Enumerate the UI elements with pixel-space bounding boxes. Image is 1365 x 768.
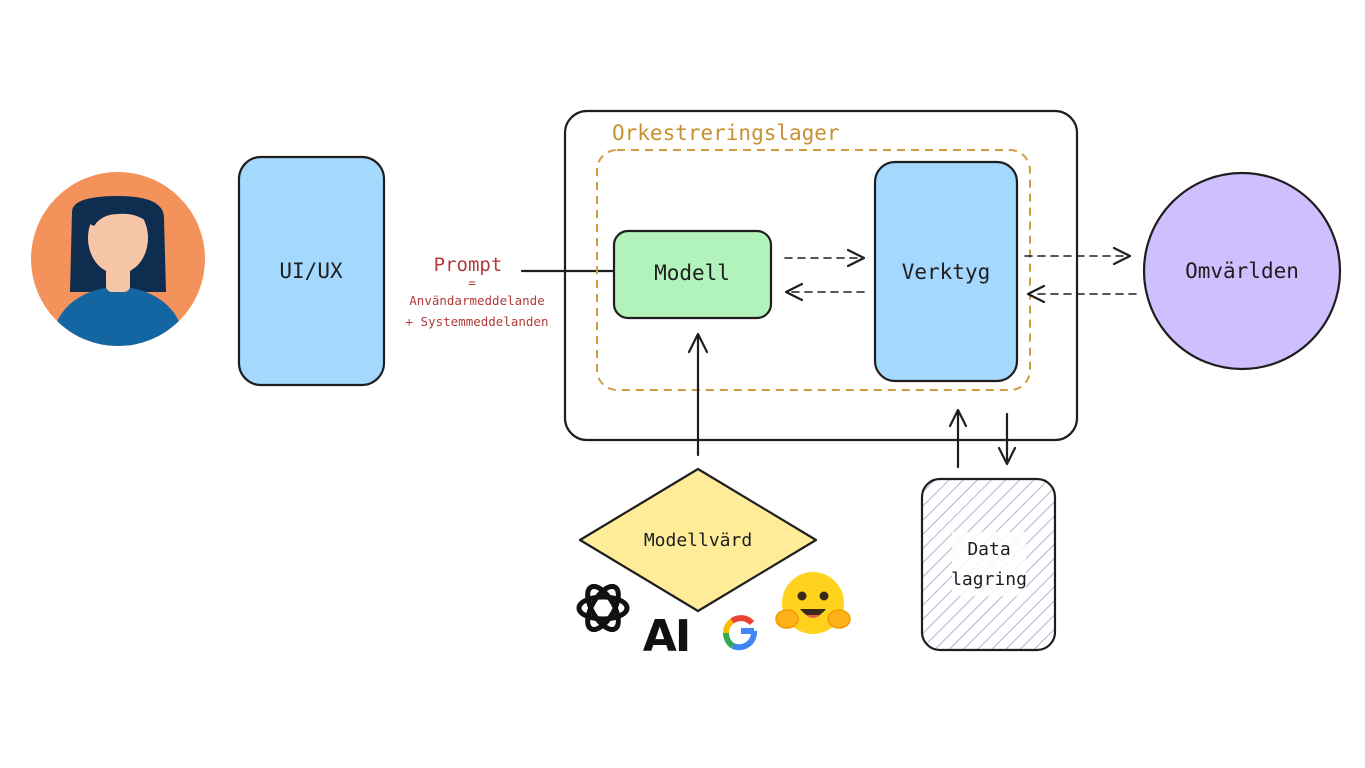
- prompt-line1: Användarmeddelande: [409, 293, 544, 308]
- verktyg-label: Verktyg: [902, 260, 991, 284]
- data-lagring-node: Data lagring: [920, 477, 1057, 652]
- modell-label: Modell: [654, 261, 730, 285]
- huggingface-logo-icon: [775, 572, 851, 634]
- data-label-line2: lagring: [951, 569, 1027, 590]
- modellvard-label: Modellvärd: [644, 530, 752, 551]
- prompt-line2: + Systemmeddelanden: [406, 314, 549, 329]
- modellvard-node: Modellvärd: [578, 467, 818, 613]
- user-avatar-icon: [31, 172, 205, 346]
- uiux-node: UI/UX: [237, 155, 386, 387]
- omvarlden-node: Omvärlden: [1142, 171, 1342, 371]
- verktyg-omvarlden-arrows: [1024, 246, 1137, 304]
- svg-text:AI: AI: [643, 611, 689, 662]
- uiux-label: UI/UX: [279, 259, 343, 283]
- google-logo-icon: [723, 615, 758, 651]
- data-label-line1: Data: [967, 539, 1010, 560]
- anthropic-logo-icon: AI: [643, 611, 691, 662]
- openai-logo-icon: [576, 584, 630, 632]
- prompt-equals: =: [468, 275, 476, 290]
- omvarlden-label: Omvärlden: [1185, 259, 1299, 283]
- verktyg-data-arrows: [948, 408, 1017, 469]
- modell-verktyg-arrows: [784, 248, 866, 302]
- prompt-annotation: Prompt = Användarmeddelande + Systemmedd…: [406, 254, 549, 329]
- prompt-title: Prompt: [434, 254, 503, 276]
- modell-node: Modell: [612, 229, 773, 320]
- orchestration-container: Orkestreringslager: [563, 109, 1079, 442]
- modellvard-arrow: [687, 332, 709, 457]
- verktyg-node: Verktyg: [873, 160, 1019, 383]
- orchestration-label: Orkestreringslager: [612, 121, 840, 145]
